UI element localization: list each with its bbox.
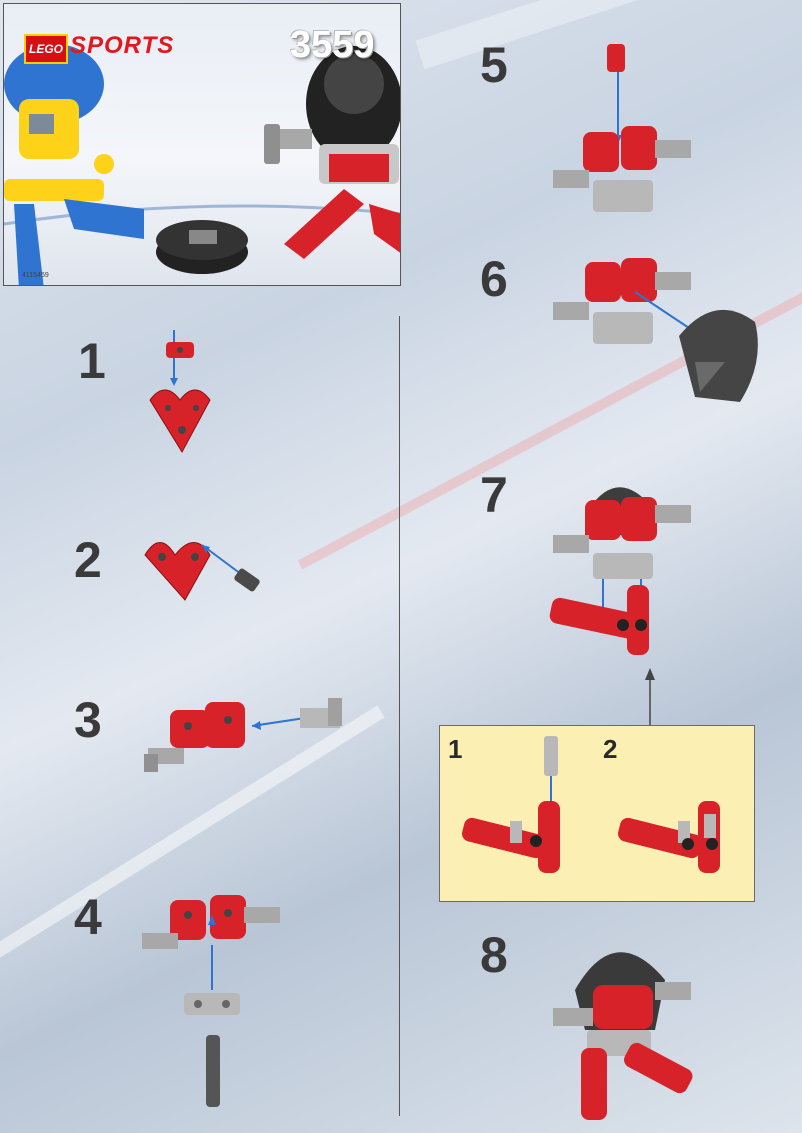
grey-beam-icon <box>593 312 653 344</box>
red-connector-icon <box>150 390 210 452</box>
step-number-6: 6 <box>480 254 508 304</box>
red-connector-icon <box>585 262 621 302</box>
axle-icon <box>206 1035 220 1107</box>
stick-claw-icon <box>553 1008 593 1026</box>
red-connector-icon <box>593 985 653 1029</box>
arrow-icon <box>170 378 178 386</box>
step-3-illustration <box>140 688 350 788</box>
column-divider <box>399 316 400 1116</box>
red-beam-icon <box>616 816 703 860</box>
step-2-illustration <box>140 525 270 615</box>
sub-assembly-inset: 1 2 <box>439 725 755 902</box>
step-1-illustration <box>140 320 220 460</box>
step-number-3: 3 <box>74 695 102 745</box>
step-number-1: 1 <box>78 336 106 386</box>
red-connector-icon <box>145 543 210 601</box>
step-number-5: 5 <box>480 40 508 90</box>
red-beam-icon <box>538 801 560 873</box>
step-number-8: 8 <box>480 930 508 980</box>
product-code: 4115459 <box>22 272 49 279</box>
step-7-illustration <box>545 465 695 660</box>
red-beam-icon <box>621 1040 695 1096</box>
step-number-2: 2 <box>74 535 102 585</box>
red-beam-icon <box>548 596 639 640</box>
lego-logo: LEGO <box>24 34 68 64</box>
grey-beam-icon <box>593 180 653 212</box>
step-8-illustration <box>545 930 705 1120</box>
helmet-icon <box>679 310 758 402</box>
step-5-illustration <box>545 40 705 220</box>
red-connector-icon <box>585 500 621 540</box>
pin-icon <box>544 736 558 776</box>
red-beam-icon <box>581 1048 607 1120</box>
step-6-illustration <box>545 252 765 412</box>
step-number-7: 7 <box>480 470 508 520</box>
inset-callout-arrow <box>645 668 655 726</box>
step-4-illustration <box>140 885 290 1115</box>
inset-illustration <box>440 726 756 903</box>
set-number: 3559 <box>290 24 375 67</box>
grey-beam-icon <box>184 993 240 1015</box>
step-number-4: 4 <box>74 892 102 942</box>
pin-icon <box>607 44 625 72</box>
cover-image: LEGO SPORTS 3559 4115459 <box>3 3 401 286</box>
sports-wordmark: SPORTS <box>70 32 174 60</box>
red-connector-icon <box>583 132 619 172</box>
